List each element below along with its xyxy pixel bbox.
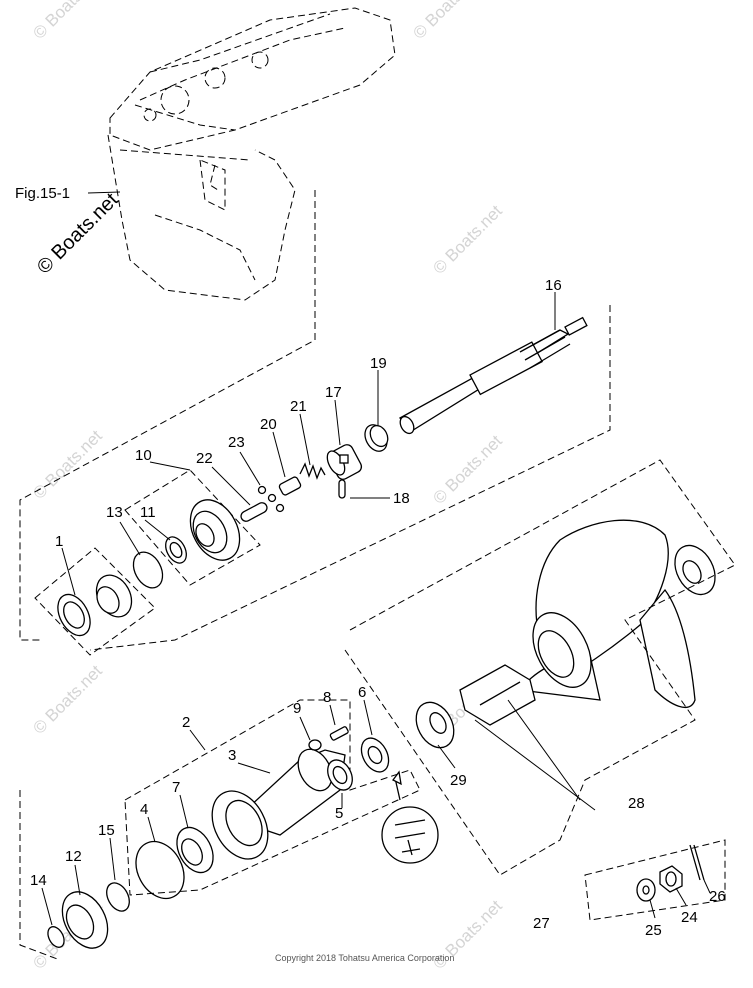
part-label-21: 21 [290, 398, 307, 415]
watermark: © Boats.net [29, 0, 106, 43]
part-label-26: 26 [709, 888, 726, 905]
o-ring-4 [135, 840, 185, 900]
shim-15 [106, 882, 130, 912]
shaft-assembly-boundary [89, 305, 611, 651]
bearing-box-1 [34, 547, 156, 656]
watermark: © Boats.net [409, 0, 486, 43]
part-label-12: 12 [65, 848, 82, 865]
part-label-5: 5 [335, 805, 343, 822]
washer-9 [308, 739, 322, 751]
watermark: © Boats.net [429, 201, 506, 278]
spring-21 [299, 462, 326, 480]
figure-reference-leader [87, 191, 121, 194]
part-label-9: 9 [293, 700, 301, 717]
bearing-housing-3 [211, 748, 346, 860]
propeller-kit-boundary [344, 459, 736, 876]
needle-bearing-5 [327, 759, 353, 791]
part-label-19: 19 [370, 355, 387, 372]
shifter-20 [278, 476, 302, 496]
watermark: © Boats.net [29, 661, 106, 738]
part-label-20: 20 [260, 416, 277, 433]
watermark-main: © Boats.net [33, 189, 123, 279]
part-number-labels: 16 19 17 21 20 23 22 10 18 11 13 1 2 3 9… [30, 277, 726, 939]
part-label-15: 15 [98, 822, 115, 839]
part-label-4: 4 [140, 801, 148, 818]
watermark: © Boats.net [429, 431, 506, 508]
thrust-washer-29 [415, 701, 455, 749]
tapered-bearing-1 [57, 574, 133, 637]
washer-25 [636, 878, 656, 902]
part-label-28: 28 [628, 795, 645, 812]
balls-23 [257, 485, 285, 513]
part-label-23: 23 [228, 434, 245, 451]
part-label-27: 27 [533, 915, 550, 932]
leader-lines [41, 292, 711, 926]
ball-bearing-7 [176, 826, 214, 874]
pin-18 [338, 479, 346, 499]
part-label-1: 1 [55, 533, 63, 550]
propeller [518, 519, 696, 709]
carrier-box-2 [124, 699, 421, 896]
part-label-29: 29 [450, 772, 467, 789]
nut-24 [659, 865, 683, 893]
cotter-pin-26 [689, 844, 705, 881]
part-label-14: 14 [30, 872, 47, 889]
gearcase-housing [107, 7, 396, 301]
watermark: © Boats.net [29, 426, 106, 503]
lower-assembly-boundary [19, 790, 61, 961]
gear-box-10 [124, 469, 261, 586]
part-label-22: 22 [196, 450, 213, 467]
part-label-11: 11 [140, 504, 156, 521]
part-label-2: 2 [182, 714, 190, 731]
oil-seal-6 [360, 737, 390, 773]
part-label-13: 13 [106, 504, 123, 521]
part-label-10: 10 [135, 447, 152, 464]
part-label-18: 18 [393, 490, 410, 507]
nut-kit-boundary [584, 839, 726, 921]
part-label-24: 24 [681, 909, 698, 926]
bolt-8 [329, 726, 349, 741]
reverse-gear-12 [61, 891, 109, 949]
upper-assembly-boundary [19, 190, 316, 641]
ring-19 [364, 424, 389, 452]
figure-reference-label: Fig.15-1 [15, 185, 70, 202]
clutch-dog [326, 444, 363, 480]
thrust-ring-14 [47, 926, 65, 948]
part-label-3: 3 [228, 747, 236, 764]
part-label-16: 16 [545, 277, 562, 294]
propeller-shaft [399, 316, 588, 435]
seal-detail-callout [381, 770, 439, 864]
copyright-notice: Copyright 2018 Tohatsu America Corporati… [275, 953, 454, 963]
part-label-17: 17 [325, 384, 342, 401]
thrust-ring-right [674, 544, 716, 596]
needle-bearing-11 [165, 536, 187, 564]
part-label-8: 8 [323, 689, 331, 706]
part-label-25: 25 [645, 922, 662, 939]
propeller-bushing [459, 664, 536, 726]
forward-gear [189, 499, 241, 561]
plunger-22 [240, 502, 268, 522]
part-label-7: 7 [172, 779, 180, 796]
part-label-6: 6 [358, 684, 366, 701]
